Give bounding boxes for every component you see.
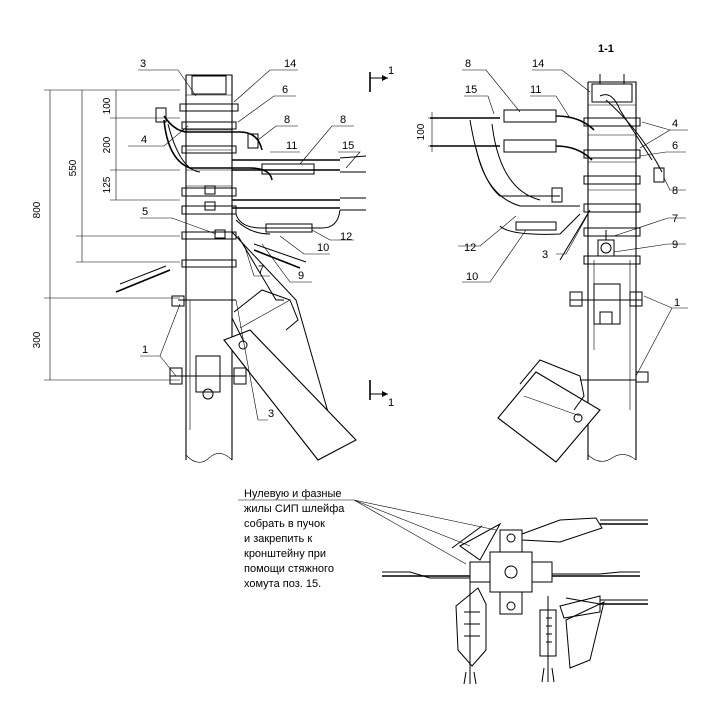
label-7: 7 [258,264,264,276]
label-5: 5 [142,206,148,218]
label-11: 11 [286,140,297,152]
right-dimensions: 100 [416,112,448,152]
r-label-9: 9 [672,239,678,251]
section-marker-bottom: 1 [388,397,394,409]
note-line-4: и закрепить к [244,533,312,545]
label-14: 14 [284,58,296,70]
label-8-right: 8 [340,114,346,126]
r-label-1: 1 [674,297,680,309]
label-4: 4 [141,134,147,146]
r-label-8b: 8 [672,185,678,197]
note-line-3: собрать в пучок [244,518,325,530]
label-12: 12 [340,231,352,243]
r-label-6: 6 [672,140,678,152]
note-line-1: Нулевую и фазные [244,488,342,500]
r-label-12: 12 [464,242,476,254]
dim-550: 550 [68,159,79,176]
dim-100-right: 100 [416,123,427,140]
note-block: Нулевую и фазные жилы СИП шлейфа собрать… [244,488,345,590]
label-15: 15 [342,140,354,152]
dim-100: 100 [102,97,113,114]
dim-800: 800 [32,201,43,218]
dim-300: 300 [32,331,43,348]
right-view [430,74,665,463]
left-view [115,74,367,463]
label-6: 6 [282,84,288,96]
r-label-14: 14 [532,58,544,70]
r-label-10: 10 [466,271,478,283]
note-line-2: жилы СИП шлейфа [244,503,345,515]
r-label-7: 7 [672,213,678,225]
label-3-top: 3 [140,58,146,70]
dim-125: 125 [102,176,113,193]
right-pole [587,81,637,460]
bottom-detail [238,499,648,685]
section-marker-top: 1 [388,65,394,77]
r-label-11: 11 [530,84,541,96]
r-label-15: 15 [465,84,477,96]
note-line-7: хомута поз. 15. [244,578,321,590]
r-label-4: 4 [672,118,678,130]
r-label-3: 3 [542,249,548,261]
right-labels: 8 14 15 11 4 6 8 7 12 3 9 10 1 [458,58,688,377]
r-label-8: 8 [465,58,471,70]
note-line-6: помощи стяжного [244,563,334,575]
dim-200: 200 [102,136,113,153]
label-9: 9 [298,270,304,282]
label-10: 10 [317,242,329,254]
left-dimensions: 800 550 300 100 200 125 [32,89,180,381]
label-1: 1 [142,344,148,356]
note-line-5: кронштейну при [244,548,326,560]
section-title: 1-1 [598,43,614,55]
label-3-bottom: 3 [268,408,274,420]
section-markers: 1 1 1-1 [369,43,614,409]
left-labels: 3 14 6 4 8 8 11 15 5 12 10 7 9 1 3 [128,58,361,421]
label-8: 8 [284,114,290,126]
